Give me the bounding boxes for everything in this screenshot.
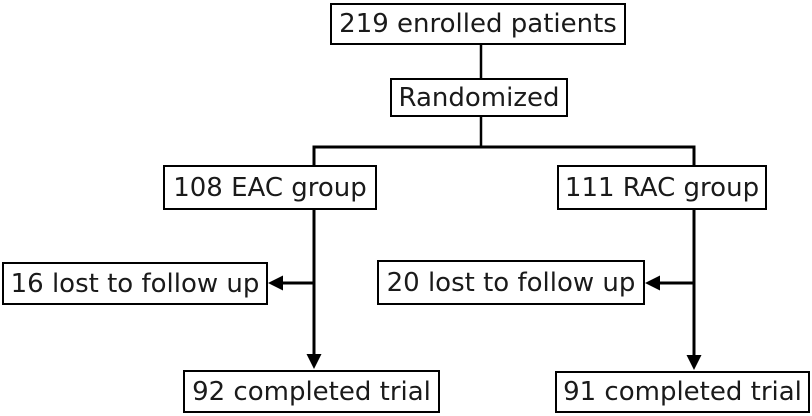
node-eac-lost-to-follow-up: 16 lost to follow up	[2, 262, 268, 305]
node-randomized: Randomized	[390, 78, 568, 117]
node-enrolled-patients: 219 enrolled patients	[330, 3, 626, 45]
node-rac-completed-trial: 91 completed trial	[555, 371, 810, 413]
node-rac-lost-to-follow-up: 20 lost to follow up	[377, 260, 645, 305]
arrowhead-eac-completed	[306, 354, 322, 369]
arrowhead-rac-completed	[686, 355, 702, 370]
node-eac-group: 108 EAC group	[163, 165, 377, 210]
arrowhead-rac-lost	[645, 275, 660, 291]
node-rac-group: 111 RAC group	[557, 165, 767, 210]
arrowhead-eac-lost	[268, 275, 283, 291]
node-eac-completed-trial: 92 completed trial	[183, 370, 440, 413]
